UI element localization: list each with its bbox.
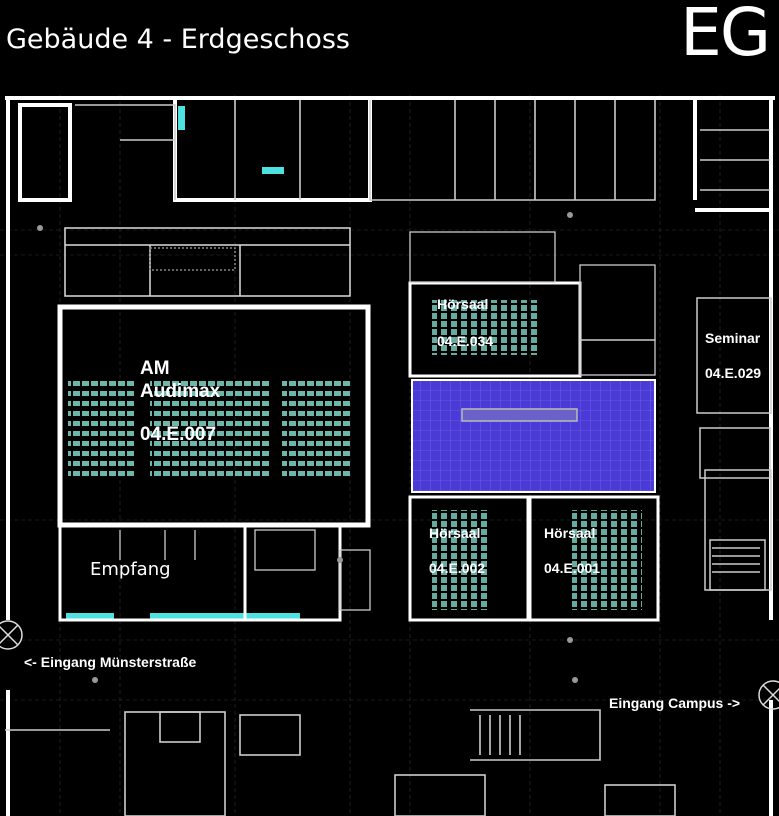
right-rooms — [696, 297, 772, 591]
entrance-muensterstrasse-label: <- Eingang Münsterstraße — [24, 654, 197, 670]
empfang-label: Empfang — [90, 559, 171, 580]
central-atrium — [411, 379, 656, 493]
floor-code: EG — [680, 0, 771, 71]
entrance-doors — [0, 620, 779, 710]
service-rooms — [119, 529, 371, 611]
audimax-label-line2: Audimax — [140, 381, 221, 402]
audimax-label-line1: AM — [140, 358, 170, 379]
audimax-walls — [57, 304, 371, 528]
page-title: Gebäude 4 - Erdgeschoss — [6, 24, 350, 55]
hoersaal-002-label: Hörsaal — [429, 525, 481, 541]
lower-halls-seating — [432, 510, 642, 610]
seminar-029-label: Seminar — [705, 330, 761, 346]
hoersaal-002-number: 04.E.002 — [429, 560, 486, 576]
hoersaal-034-label: Hörsaal — [437, 296, 489, 312]
top-rooms — [75, 100, 770, 201]
bottom-structures — [5, 709, 676, 816]
audimax-seating — [68, 380, 352, 480]
audimax-surround — [64, 227, 351, 297]
cyan-accents — [66, 106, 300, 619]
hoersaal-001-label: Hörsaal — [544, 525, 596, 541]
hoersaal-034-seating — [432, 300, 540, 355]
audimax-room-number: 04.E.007 — [140, 424, 217, 445]
floor-plan — [0, 95, 779, 816]
hoersaal-034-number: 04.E.034 — [437, 333, 494, 349]
lower-halls-walls — [408, 495, 660, 622]
level-markers — [37, 212, 578, 683]
hoersaal-001-number: 04.E.001 — [544, 560, 601, 576]
seminar-029-number: 04.E.029 — [705, 365, 762, 381]
entrance-campus-label: Eingang Campus -> — [609, 695, 741, 711]
